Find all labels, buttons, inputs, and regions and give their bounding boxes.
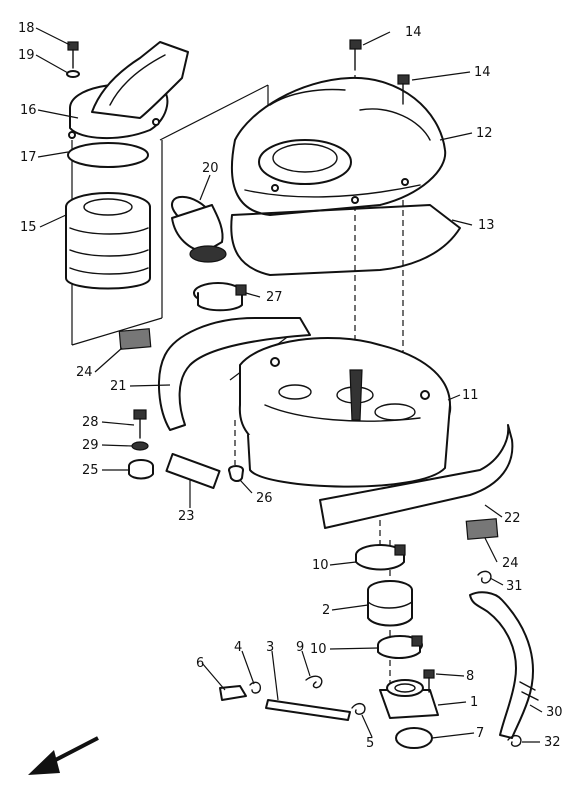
intake-duct-16 <box>68 41 189 139</box>
bolt-28 <box>133 409 147 439</box>
callout-3: 3 <box>266 640 274 655</box>
clip-32 <box>507 734 522 747</box>
callout-1: 1 <box>470 695 478 710</box>
air-cleaner-case-11 <box>238 336 452 488</box>
callout-6: 6 <box>196 656 204 671</box>
band-21 <box>158 317 311 431</box>
clip-9 <box>305 675 323 689</box>
screw-14b <box>397 74 410 105</box>
callout-14a: 14 <box>405 25 422 40</box>
hose-clamp-10a <box>355 544 406 571</box>
band-22 <box>319 424 514 529</box>
callout-14b: 14 <box>474 65 491 80</box>
callout-8: 8 <box>466 669 474 684</box>
callout-31: 31 <box>506 579 523 594</box>
carburetor-joint-2 <box>367 580 413 627</box>
callout-12: 12 <box>476 126 493 141</box>
callout-26: 26 <box>256 491 273 506</box>
callout-leader-lines <box>35 27 543 743</box>
hose-clamp-10b <box>377 635 423 659</box>
pad-24a <box>118 328 152 350</box>
pad-24b <box>465 518 499 540</box>
callout-18: 18 <box>18 21 35 36</box>
callout-17: 17 <box>20 150 37 165</box>
callout-5: 5 <box>366 736 374 751</box>
callout-13: 13 <box>478 218 495 233</box>
callout-15: 15 <box>20 220 37 235</box>
callout-32: 32 <box>544 735 561 750</box>
callout-27: 27 <box>266 290 283 305</box>
callout-30: 30 <box>546 705 563 720</box>
callout-2: 2 <box>322 603 330 618</box>
callout-11: 11 <box>462 388 479 403</box>
screw-8 <box>423 669 435 693</box>
air-cleaner-case-cover-12 <box>230 76 447 216</box>
callout-25: 25 <box>82 463 99 478</box>
callout-9: 9 <box>296 640 304 655</box>
hose-clamp-27 <box>193 282 247 312</box>
callout-4: 4 <box>234 640 242 655</box>
callout-24b: 24 <box>502 556 519 571</box>
callout-29: 29 <box>82 438 99 453</box>
callout-24a: 24 <box>76 365 93 380</box>
callout-labels: 18 19 16 17 15 14 14 12 13 20 27 24 21 1… <box>18 21 563 751</box>
breather-hose-3 <box>265 699 351 721</box>
callout-7: 7 <box>476 726 484 741</box>
joint-20 <box>171 195 227 263</box>
gasket-13 <box>230 204 461 276</box>
grommet-25 <box>128 459 154 480</box>
collar-26 <box>228 465 244 482</box>
bolt-18 <box>67 41 79 69</box>
callout-16: 16 <box>20 103 37 118</box>
callout-23: 23 <box>178 509 195 524</box>
gasket-7 <box>395 727 433 749</box>
oring-17 <box>67 142 149 168</box>
screw-14a <box>349 39 362 71</box>
clip-5 <box>351 702 366 715</box>
fitting-1 <box>379 679 439 719</box>
drain-hose-30 <box>469 591 539 739</box>
clip-31 <box>477 570 492 584</box>
washer-29 <box>131 441 149 451</box>
washer-19 <box>66 70 80 78</box>
callout-22: 22 <box>504 511 521 526</box>
front-direction-arrow-icon <box>28 736 99 775</box>
pad-23 <box>165 452 221 490</box>
callout-28: 28 <box>82 415 99 430</box>
air-filter-element-15 <box>65 192 151 290</box>
callout-21: 21 <box>110 379 127 394</box>
callout-20: 20 <box>202 161 219 176</box>
callout-10a: 10 <box>312 558 329 573</box>
callout-10b: 10 <box>310 642 327 657</box>
clip-4 <box>249 681 262 694</box>
callout-19: 19 <box>18 48 35 63</box>
plug-6 <box>219 685 247 701</box>
